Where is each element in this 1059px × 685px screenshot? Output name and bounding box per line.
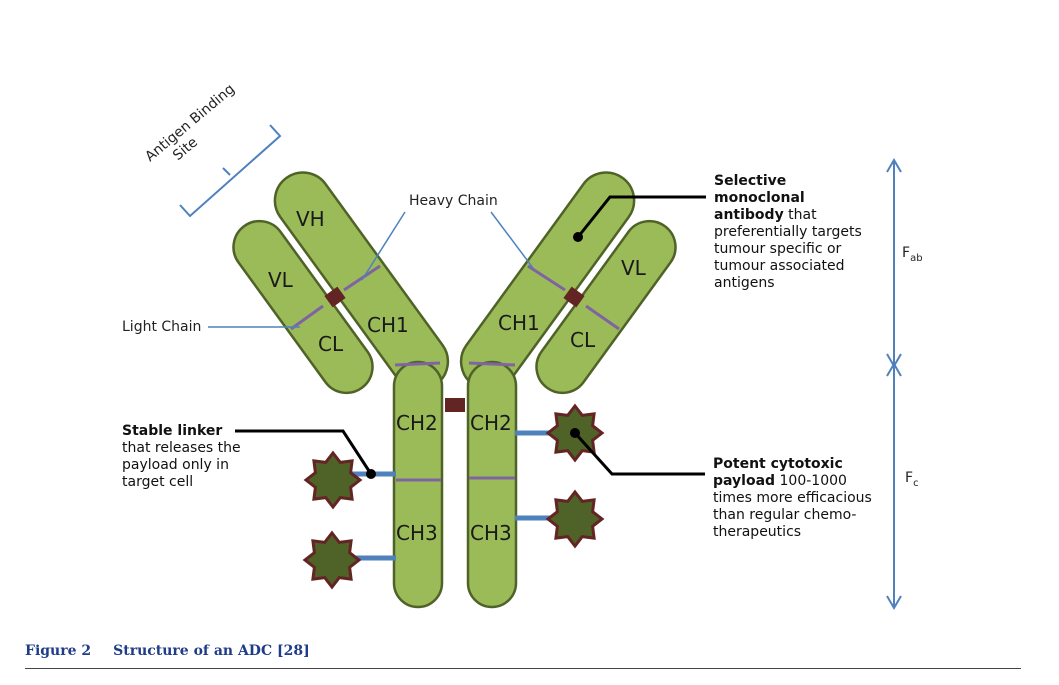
linkers [345, 430, 568, 561]
vh-label: VH [296, 207, 325, 231]
ch3-label-left: CH3 [396, 521, 438, 545]
payload-star [545, 489, 605, 549]
ch2-label-right: CH2 [470, 411, 512, 435]
callout-dot [366, 469, 376, 479]
vl-label-left: VL [268, 268, 294, 292]
heavy-chain-label: Heavy Chain [409, 193, 498, 209]
payload-star [303, 450, 363, 510]
callout-leaders [235, 195, 706, 476]
ch3-label-right: CH3 [470, 521, 512, 545]
figure-caption: Figure 2 Structure of an ADC [28] [25, 643, 310, 659]
ch2-label-left: CH2 [396, 411, 438, 435]
heavy-chain-leader-right [490, 211, 534, 269]
disulfide-bond-hinge [445, 398, 465, 412]
fc-label: Fc [905, 470, 919, 489]
fab-label: Fab [902, 245, 923, 264]
ch1-label-right: CH1 [498, 311, 540, 335]
light-chain-label: Light Chain [122, 319, 201, 335]
antigen-binding-label: Antigen Binding Site [142, 78, 252, 178]
cl-label-right: CL [570, 328, 596, 352]
disulfide-bond-right [563, 286, 585, 308]
right-light-chain [535, 219, 677, 395]
payload-stars [302, 403, 605, 590]
callout-dot [570, 428, 580, 438]
payload-annotation: Potent cytotoxic payload 100-1000 times … [713, 456, 872, 540]
heavy-chain-leader-left [361, 211, 406, 281]
disulfide-bond-left [324, 286, 346, 308]
right-fc-stalk [466, 360, 518, 609]
linker-annotation: Stable linker that releases the payload … [122, 423, 241, 490]
callout-dot [573, 232, 583, 242]
antigen-binding-bracket [179, 124, 282, 218]
ch1-label-left: CH1 [367, 313, 409, 337]
domain-dividers [290, 264, 620, 482]
figure-number: Figure 2 [25, 643, 92, 659]
fab-fc-arrows [886, 158, 902, 610]
cl-label-left: CL [318, 332, 344, 356]
caption-rule [25, 668, 1021, 669]
antibody-annotation: Selective monoclonal antibody that prefe… [714, 173, 862, 291]
left-light-chain [232, 219, 374, 395]
figure-title: Structure of an ADC [28] [113, 643, 310, 659]
payload-star [302, 530, 362, 590]
vl-label-right: VL [621, 256, 647, 280]
left-fc-stalk [392, 360, 444, 609]
